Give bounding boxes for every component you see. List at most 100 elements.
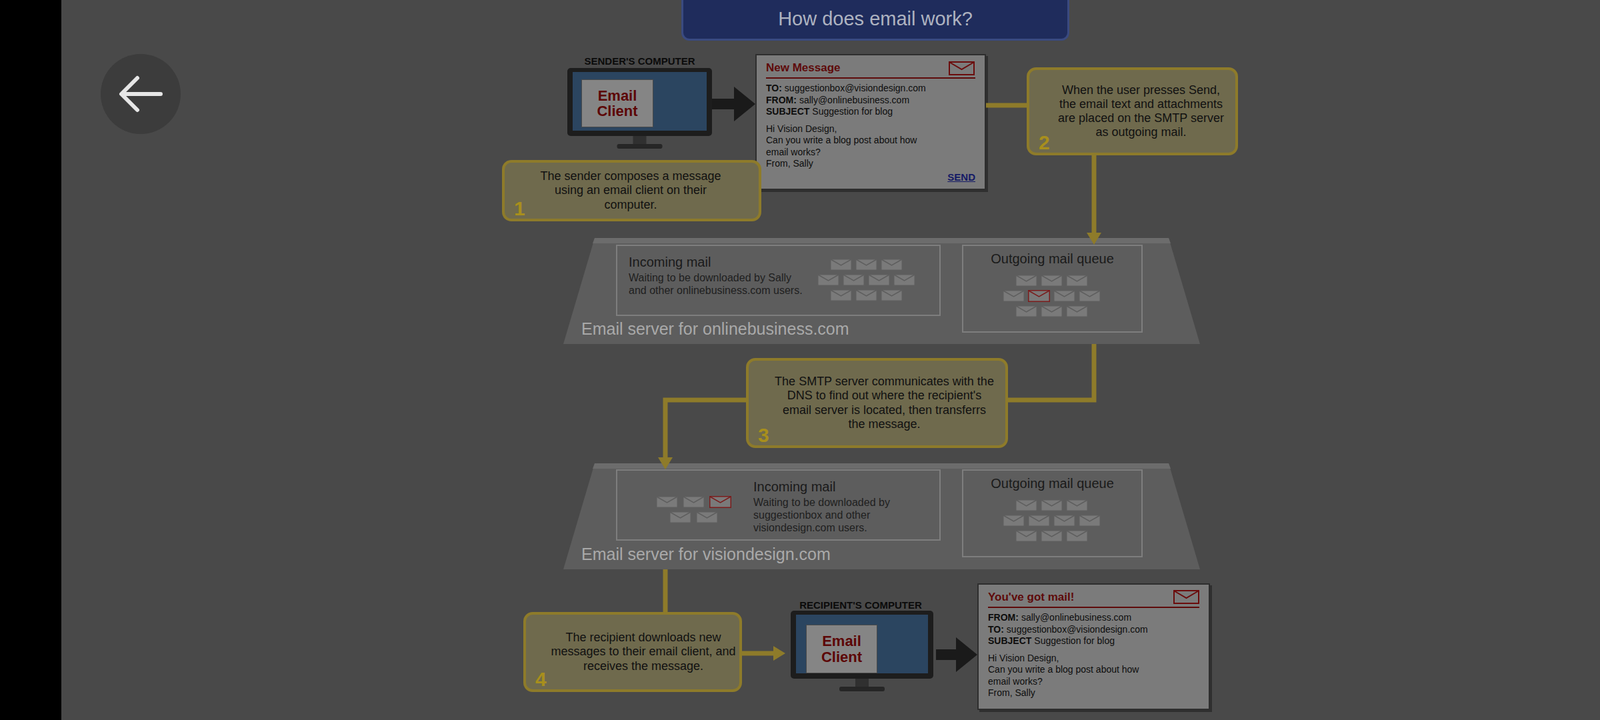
client-box: Email Client [806, 624, 878, 674]
field-name: FROM: [988, 612, 1019, 623]
envelope [1041, 275, 1063, 287]
field-name: FROM: [766, 94, 797, 106]
body-text: Hi Vision Design, [988, 652, 1059, 664]
connector-path [663, 569, 668, 612]
server-label: Email server for visiondesign.com [581, 544, 831, 564]
envelope-icon [1174, 590, 1199, 604]
field-name: TO: [988, 624, 1004, 635]
monitor-screen [572, 72, 707, 131]
connector-line [1008, 344, 1094, 400]
envelope [1066, 530, 1088, 542]
client-label: Email Client [586, 88, 649, 119]
send-wrap: SEND [766, 171, 976, 184]
inbox-heading-wrap: Incoming mail [753, 478, 940, 495]
incoming-envelopes [656, 496, 732, 524]
back-arrow [121, 78, 161, 110]
envelope [696, 512, 718, 524]
client-label: Email Client [810, 633, 873, 664]
envelope [1079, 515, 1101, 527]
step-callout: 1The sender composes a message using an … [502, 160, 762, 222]
monitor-neck [855, 678, 869, 687]
envelope [881, 259, 903, 271]
window-header: You've got mail! [988, 590, 1200, 608]
monitor-neck [633, 136, 647, 144]
inbox-body-wrap: Waiting to be downloaded by suggestionbo… [753, 496, 934, 535]
header-row: SUBJECTSuggestion for blog [988, 635, 1200, 648]
server-band-face [563, 463, 1200, 570]
field-value: Suggestion for blog [1034, 635, 1115, 646]
envelope [1028, 515, 1050, 527]
connector-line [1086, 155, 1102, 245]
callout-text: The sender composes a message using an e… [540, 169, 721, 211]
inbox-body: Waiting to be downloaded by suggestionbo… [753, 496, 890, 534]
back-button [100, 54, 181, 134]
title-text: How does email work? [778, 8, 973, 30]
field-name: SUBJECT [988, 635, 1032, 646]
outgoing-envelopes [1003, 275, 1101, 318]
field-name: SUBJECT [766, 106, 810, 117]
field-name: TO: [766, 82, 782, 94]
step-callout: 4The recipient downloads new messages to… [523, 612, 742, 692]
connector-line [665, 569, 666, 612]
header-row: TO:suggestionbox@visiondesign.com [766, 82, 976, 95]
computer-label: SENDER'S COMPUTER [584, 55, 695, 67]
header-row: SUBJECTSuggestion for blog [766, 106, 976, 118]
title-banner: How does email work? [681, 0, 1070, 41]
monitor-screen [796, 614, 928, 674]
envelope [1066, 275, 1088, 287]
connector-path [742, 651, 775, 656]
queue-heading: Outgoing mail queue [990, 476, 1114, 491]
outgoing-envelopes [1003, 500, 1101, 542]
envelope [830, 259, 852, 271]
body-text: Can you write a blog post about how emai… [766, 134, 917, 158]
message-body: Hi Vision Design,Can you write a blog po… [766, 123, 976, 170]
body-text: From, Sally [766, 158, 814, 169]
envelope [868, 274, 890, 286]
callout-number: 3 [758, 424, 770, 446]
body-text: From, Sally [988, 687, 1036, 698]
message-body: Hi Vision Design,Can you write a blog po… [988, 652, 1200, 700]
body-line: From, Sally [766, 158, 921, 170]
heading-wrap: SENDER'S COMPUTER [560, 56, 719, 67]
monitor-frame [790, 610, 934, 679]
callout-text: When the user presses Send, the email te… [1058, 83, 1224, 140]
number-wrap: 2 [1038, 132, 1050, 153]
body-text: Can you write a blog post about how emai… [988, 664, 1139, 687]
field-value: sally@onlinebusiness.com [799, 94, 910, 106]
envelope [1016, 500, 1038, 512]
send-button: SEND [947, 171, 976, 183]
envelope [670, 512, 692, 524]
connector-path [986, 103, 1027, 108]
connector-line [658, 400, 746, 470]
envelope [1054, 290, 1076, 302]
computer-monitor: RECIPIENT'S COMPUTEREmail Client [785, 600, 936, 694]
inbox-heading: Incoming mail [753, 479, 836, 494]
body-text: Hi Vision Design, [766, 123, 837, 134]
server-band-edge [592, 238, 1171, 244]
inbox-heading: Incoming mail [628, 254, 711, 270]
arrow-head [956, 637, 978, 672]
number-wrap: 3 [758, 425, 770, 446]
window-header: New Message [766, 60, 976, 79]
envelope [683, 496, 705, 508]
connector-path [665, 400, 746, 459]
envelope-highlighted [1028, 290, 1050, 302]
flow-arrow [712, 86, 756, 122]
envelope [1079, 290, 1101, 302]
header-row: FROM:sally@onlinebusiness.com [988, 612, 1200, 624]
computer-monitor: SENDER'S COMPUTER Email Client [567, 56, 712, 153]
client-box: Email Client [581, 79, 654, 128]
band-label-wrap: Email server for visiondesign.com [581, 544, 831, 564]
server-band-edge [592, 463, 1171, 469]
window-title: You've got mail! [988, 590, 1074, 604]
black-bar [0, 0, 62, 720]
envelope [1003, 290, 1025, 302]
callout-text-wrap: When the user presses Send, the email te… [1056, 83, 1226, 140]
arrow-head [1086, 232, 1102, 245]
envelope [1066, 500, 1088, 512]
callout-number: 4 [535, 668, 547, 690]
envelope-highlighted [710, 496, 732, 508]
arrow-head [734, 86, 756, 122]
envelope [856, 259, 878, 271]
